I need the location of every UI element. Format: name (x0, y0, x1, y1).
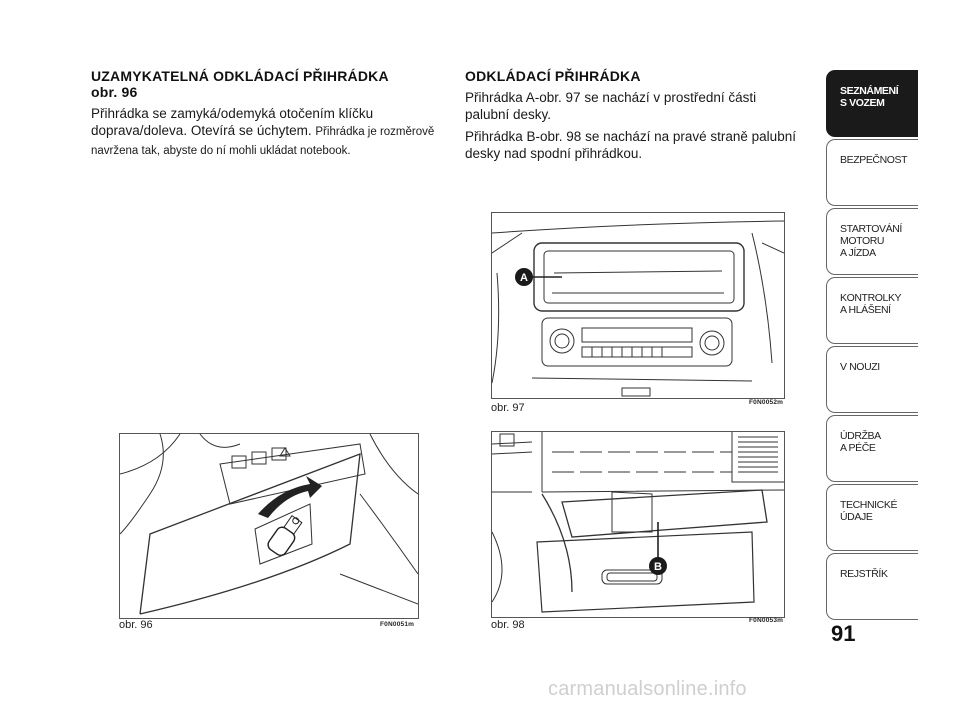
right-dashboard-illustration: B (492, 432, 784, 613)
watermark: carmanualsonline.info (548, 678, 747, 700)
figure-98-code: F0N0053m (749, 617, 784, 624)
paragraph-compartment-b: Přihrádka B-obr. 98 se nachází na pravé … (465, 129, 796, 161)
chapter-tab-label: ÚDRŽBA (840, 430, 881, 442)
figure-97-center-dashboard: A (491, 212, 785, 399)
chapter-tab-label: S VOZEM (840, 97, 885, 109)
chapter-tab-label: V NOUZI (840, 361, 880, 373)
figure-96-code: F0N0051m (380, 621, 415, 628)
figure-98-right-dashboard: B (491, 431, 785, 618)
chapter-tab-label: TECHNICKÉ (840, 499, 898, 511)
page-number: 91 (831, 621, 856, 646)
figure-97-code: F0N0052m (749, 399, 784, 406)
center-dashboard-illustration: A (492, 220, 784, 397)
marker-b-label: B (654, 561, 662, 573)
lockable-compartment-text: Přihrádka se zamyká/odemyká otočením klí… (91, 105, 446, 160)
title-line-2: obr. 96 (91, 84, 138, 100)
chapter-tab-label: A PÉČE (840, 442, 876, 454)
chapter-tab[interactable]: BEZPEČNOST (826, 139, 918, 206)
chapter-tab-label: REJSTŘÍK (840, 568, 888, 580)
title-line-1: UZAMYKATELNÁ ODKLÁDACÍ PŘIHRÁDKA (91, 68, 389, 84)
chapter-tab-label: A HLÁŠENÍ (840, 304, 891, 316)
chapter-tab-label: BEZPEČNOST (840, 154, 908, 166)
chapter-tab-label: SEZNÁMENÍ (840, 85, 899, 97)
chapter-tab-label: KONTROLKY (840, 292, 902, 304)
body-small: Přihrádka je rozměrově navržena tak, aby… (91, 126, 435, 157)
chapter-tab-label: STARTOVÁNÍ (840, 223, 902, 235)
section-title-storage-compartment: ODKLÁDACÍ PŘIHRÁDKA (465, 68, 641, 84)
figure-97-caption: obr. 97 (491, 402, 525, 414)
chapter-tab[interactable]: REJSTŘÍK (826, 553, 918, 620)
figure-96-glovebox-lock (119, 433, 419, 619)
figure-98-caption: obr. 98 (491, 619, 525, 631)
left-text-column: UZAMYKATELNÁ ODKLÁDACÍ PŘIHRÁDKA obr. 96… (91, 68, 446, 160)
figure-96-caption: obr. 96 (119, 619, 153, 631)
section-title-lockable-compartment: UZAMYKATELNÁ ODKLÁDACÍ PŘIHRÁDKA obr. 96 (91, 68, 446, 100)
glovebox-lock-illustration (120, 434, 418, 615)
chapter-tab-label: MOTORU (840, 235, 885, 247)
paragraph-compartment-a: Přihrádka A-obr. 97 se nachází v prostře… (465, 90, 757, 122)
chapter-tab-label: ÚDAJE (840, 511, 873, 523)
chapter-tab-label: A JÍZDA (840, 247, 876, 259)
body-main: Přihrádka se zamyká/odemyká otočením klí… (91, 106, 374, 138)
right-text-column: ODKLÁDACÍ PŘIHRÁDKA Přihrádka A-obr. 97 … (465, 68, 800, 162)
chapter-tab[interactable]: V NOUZI (826, 346, 918, 413)
marker-a-label: A (520, 272, 528, 284)
